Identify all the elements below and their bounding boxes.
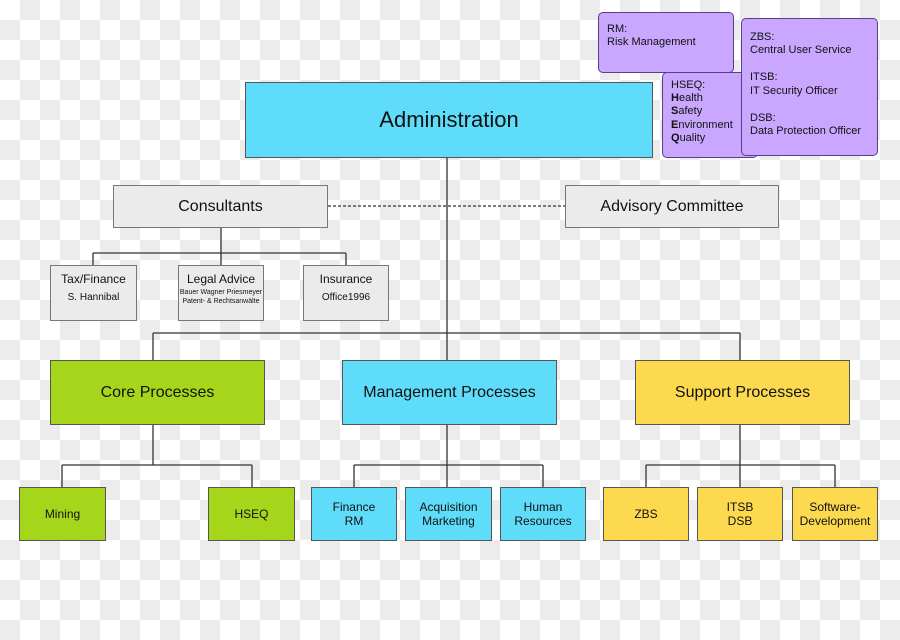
legend-dsb-abbr: DSB: xyxy=(750,111,776,124)
acquisition-marketing-box: Acquisition Marketing xyxy=(405,487,492,541)
support-processes-box: Support Processes xyxy=(635,360,850,425)
administration-box: Administration xyxy=(245,82,653,158)
legal-advice-title: Legal Advice xyxy=(186,272,256,286)
legend-zbs-abbr: ZBS: xyxy=(750,31,775,43)
core-processes-box: Core Processes xyxy=(50,360,265,425)
advisory-committee-box: Advisory Committee xyxy=(565,185,779,228)
legend-rm-text: Risk Management xyxy=(607,36,696,49)
insurance-title: Insurance xyxy=(319,272,373,286)
core-processes-label: Core Processes xyxy=(100,383,215,401)
itsb-dsb-box: ITSB DSB xyxy=(697,487,783,541)
legend-zbs-text: Central User Service xyxy=(750,44,852,57)
legend-hseq-abbr: HSEQ: xyxy=(671,79,706,91)
mining-label: Mining xyxy=(44,506,81,521)
insurance-name: Office1996 xyxy=(321,292,371,304)
advisory-committee-label: Advisory Committee xyxy=(600,197,744,215)
tax-finance-title: Tax/Finance xyxy=(61,272,126,286)
human-resources-box: Human Resources xyxy=(500,487,586,541)
finance-rm-box: Finance RM xyxy=(311,487,397,541)
mining-box: Mining xyxy=(19,487,106,541)
management-processes-label: Management Processes xyxy=(363,383,536,401)
legend-itsb-abbr: ITSB: xyxy=(750,71,778,84)
hseq-box: HSEQ xyxy=(208,487,295,541)
support-processes-label: Support Processes xyxy=(674,383,811,401)
legal-advice-line2: Patent- & Rechtsanwälte xyxy=(182,298,260,306)
consultants-label: Consultants xyxy=(178,197,263,215)
hseq-label: HSEQ xyxy=(234,506,269,521)
legend-rm-abbr: RM: xyxy=(607,23,628,35)
tax-finance-name: S. Hannibal xyxy=(67,292,120,304)
administration-label: Administration xyxy=(379,106,519,132)
management-processes-box: Management Processes xyxy=(342,360,557,425)
tax-finance-box: Tax/Finance S. Hannibal xyxy=(50,265,137,321)
insurance-box: Insurance Office1996 xyxy=(303,265,389,321)
legend-itsb-text: IT Security Officer xyxy=(750,84,838,97)
legend-officers: ZBS: Central User Service ITSB: IT Secur… xyxy=(741,18,878,156)
software-development-box: Software- Development xyxy=(792,487,878,541)
legend-dsb-text: Data Protection Officer xyxy=(750,124,862,137)
zbs-box: ZBS xyxy=(603,487,689,541)
consultants-box: Consultants xyxy=(113,185,328,228)
legend-rm: RM: Risk Management xyxy=(598,12,734,73)
legal-advice-line1: Bauer Wagner Priesmeyer xyxy=(179,289,263,297)
legal-advice-box: Legal Advice Bauer Wagner Priesmeyer Pat… xyxy=(178,265,264,321)
